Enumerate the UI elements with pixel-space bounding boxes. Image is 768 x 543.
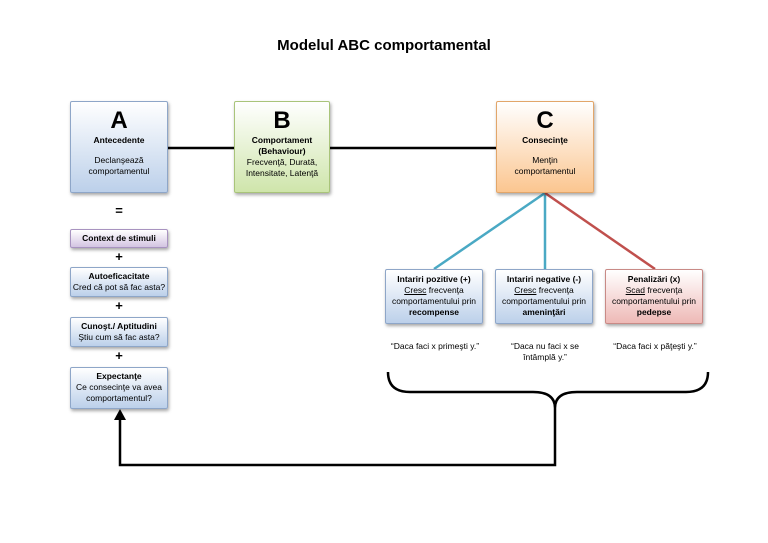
penalizari-head: Penalizări (x) [627, 274, 681, 284]
context-label: Context de stimuli [82, 233, 156, 243]
box-c-line1: Menţin [532, 155, 558, 165]
equals-sign: = [115, 203, 123, 218]
box-a-antecedente: A Antecedente Declanşează comportamentul [70, 101, 168, 193]
box-autoeficacitate: Autoeficacitate Cred că pot să fac asta? [70, 267, 168, 297]
negative-verb: Cresc [514, 285, 537, 295]
box-c-consecinte: C Consecinţe Menţin comportamentul [496, 101, 594, 193]
expectante-sub1: Ce consecinţe va avea [76, 382, 162, 392]
negative-rest: frecvenţa [536, 285, 574, 295]
expectante-head: Expectanţe [96, 371, 142, 381]
box-b-head2: (Behaviour) [258, 146, 306, 156]
negative-head: Intariri negative (-) [506, 274, 582, 284]
box-penalizari: Penalizări (x) Scad frecvenţa comportame… [605, 269, 703, 324]
box-b-head1: Comportament [251, 135, 313, 145]
box-cunostinte: Cunoşt./ Aptitudini Ştiu cum să fac asta… [70, 317, 168, 347]
curly-brace [386, 371, 710, 409]
box-a-line2: comportamentul [88, 166, 150, 176]
box-expectante: Expectanţe Ce consecinţe va avea comport… [70, 367, 168, 409]
cunostinte-head: Cunoşt./ Aptitudini [81, 321, 157, 331]
quote-negative-line2: întâmplă y.” [523, 352, 567, 362]
box-a-head: Antecedente [93, 135, 145, 145]
penalizari-rest: frecvenţa [645, 285, 683, 295]
autoeficacitate-sub: Cred că pot să fac asta? [72, 282, 166, 292]
quote-pozitive-line1: “Daca faci x primeşti y.” [390, 341, 480, 351]
negative-line2: comportamentului prin [501, 296, 587, 306]
pozitive-head: Intariri pozitive (+) [397, 274, 471, 284]
box-intariri-negative: Intariri negative (-) Cresc frecvenţa co… [495, 269, 593, 324]
letter-b: B [273, 107, 291, 134]
quote-pozitive: “Daca faci x primeşti y.” [380, 341, 490, 352]
pozitive-verb: Cresc [404, 285, 427, 295]
quote-negative: “Daca nu faci x se întâmplă y.” [490, 341, 600, 363]
box-c-head: Consecinţe [522, 135, 568, 145]
expectante-sub2: comportamentul? [86, 393, 152, 403]
box-c-line2: comportamentul [514, 166, 576, 176]
letter-a: A [110, 107, 128, 134]
pozitive-rest: frecvenţa [426, 285, 464, 295]
penalizari-line3: pedepse [636, 307, 672, 317]
pozitive-line3: recompense [408, 307, 460, 317]
feedback-arrowhead [114, 409, 126, 420]
box-intariri-pozitive: Intariri pozitive (+) Cresc frecvenţa co… [385, 269, 483, 324]
branch-penalty [544, 191, 656, 271]
box-context-stimuli: Context de stimuli [70, 229, 168, 248]
box-b-line1: Frecvenţă, Durată, [246, 157, 318, 167]
box-b-line2: Intensitate, Latenţă [245, 168, 319, 178]
quote-penalizari-line1: “Daca faci x păţeşti y.” [613, 341, 697, 351]
feedback-path [118, 408, 557, 467]
plus-sign-1: + [115, 249, 123, 264]
letter-c: C [536, 107, 554, 134]
plus-sign-2: + [115, 298, 123, 313]
box-b-comportament: B Comportament (Behaviour) Frecvenţă, Du… [234, 101, 330, 193]
cunostinte-sub: Ştiu cum să fac asta? [78, 332, 160, 342]
penalizari-verb: Scad [625, 285, 646, 295]
pozitive-line2: comportamentului prin [391, 296, 477, 306]
diagram-title: Modelul ABC comportamental [277, 37, 491, 54]
negative-line3: ameninţări [522, 307, 566, 317]
quote-negative-line1: “Daca nu faci x se [510, 341, 580, 351]
quote-penalizari: “Daca faci x păţeşti y.” [600, 341, 710, 352]
branch-positive [433, 191, 546, 271]
box-a-line1: Declanşează [94, 155, 144, 165]
autoeficacitate-head: Autoeficacitate [88, 271, 150, 281]
penalizari-line2: comportamentului prin [611, 296, 697, 306]
plus-sign-3: + [115, 348, 123, 363]
